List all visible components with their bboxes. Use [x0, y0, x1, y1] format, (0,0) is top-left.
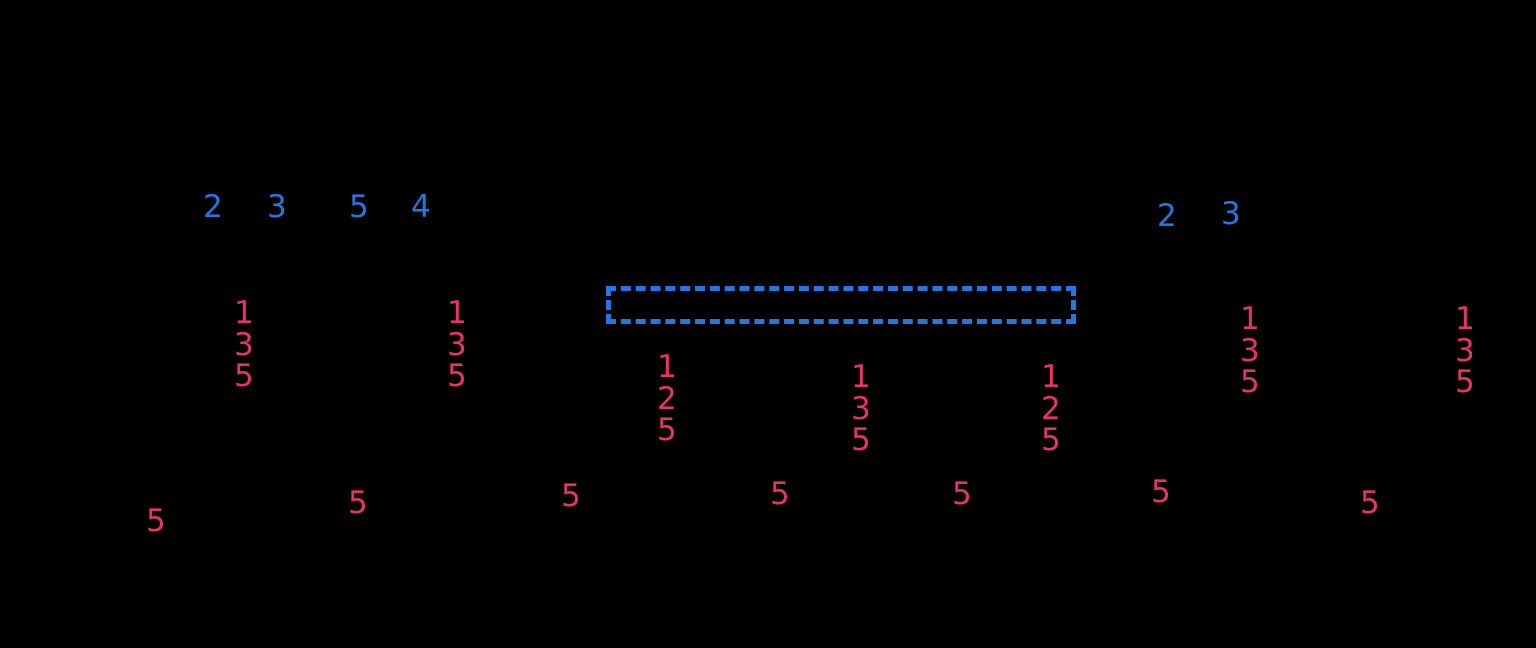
blue-label-left-0: 2: [203, 189, 223, 225]
blue-label-left-3: 4: [411, 189, 431, 225]
stack-bar-125-a-digit-0: 1: [657, 349, 677, 385]
stack-left-135-digit-1: 3: [234, 326, 254, 363]
stack-left2-135-digit-0: 1: [447, 295, 467, 331]
stack-bar-125-a-digit-2: 5: [657, 412, 677, 449]
pink-baseline-five-3: 5: [770, 476, 790, 512]
stack-bar-125-b-digit-1: 2: [1041, 390, 1061, 427]
stack-bar-135-digit-0: 1: [851, 359, 871, 395]
blue-label-left-1: 3: [267, 189, 287, 225]
pink-baseline-five-2: 5: [561, 478, 581, 514]
stack-right2-135-digit-2: 5: [1455, 364, 1475, 401]
pink-baseline-five-1: 5: [348, 485, 368, 521]
stack-right-135-digit-2: 5: [1240, 364, 1260, 401]
stack-bar-125-a-digit-1: 2: [657, 380, 677, 417]
stack-right-135-digit-0: 1: [1240, 301, 1260, 337]
stack-bar-135-digit-1: 3: [851, 390, 871, 427]
pink-baseline-five-4: 5: [952, 476, 972, 512]
stack-left-135-digit-2: 5: [234, 358, 254, 395]
stack-bar-125-b-digit-2: 5: [1041, 422, 1061, 459]
blue-label-right-1: 3: [1221, 196, 1241, 232]
stack-bar-125-b-digit-0: 1: [1041, 359, 1061, 395]
stack-left2-135-digit-1: 3: [447, 326, 467, 363]
pink-baseline-five-5: 5: [1151, 474, 1171, 510]
stack-left2-135-digit-2: 5: [447, 358, 467, 395]
stack-right2-135-digit-1: 3: [1455, 332, 1475, 369]
stack-left-135-digit-0: 1: [234, 295, 254, 331]
blue-label-left-2: 5: [349, 189, 369, 225]
stack-right2-135-digit-0: 1: [1455, 301, 1475, 337]
pink-baseline-five-0: 5: [146, 503, 166, 539]
pink-baseline-five-6: 5: [1360, 485, 1380, 521]
blue-label-right-0: 2: [1157, 198, 1177, 234]
stack-bar-135-digit-2: 5: [851, 422, 871, 459]
dashed-rectangle[interactable]: [606, 286, 1076, 324]
stack-right-135-digit-1: 3: [1240, 332, 1260, 369]
